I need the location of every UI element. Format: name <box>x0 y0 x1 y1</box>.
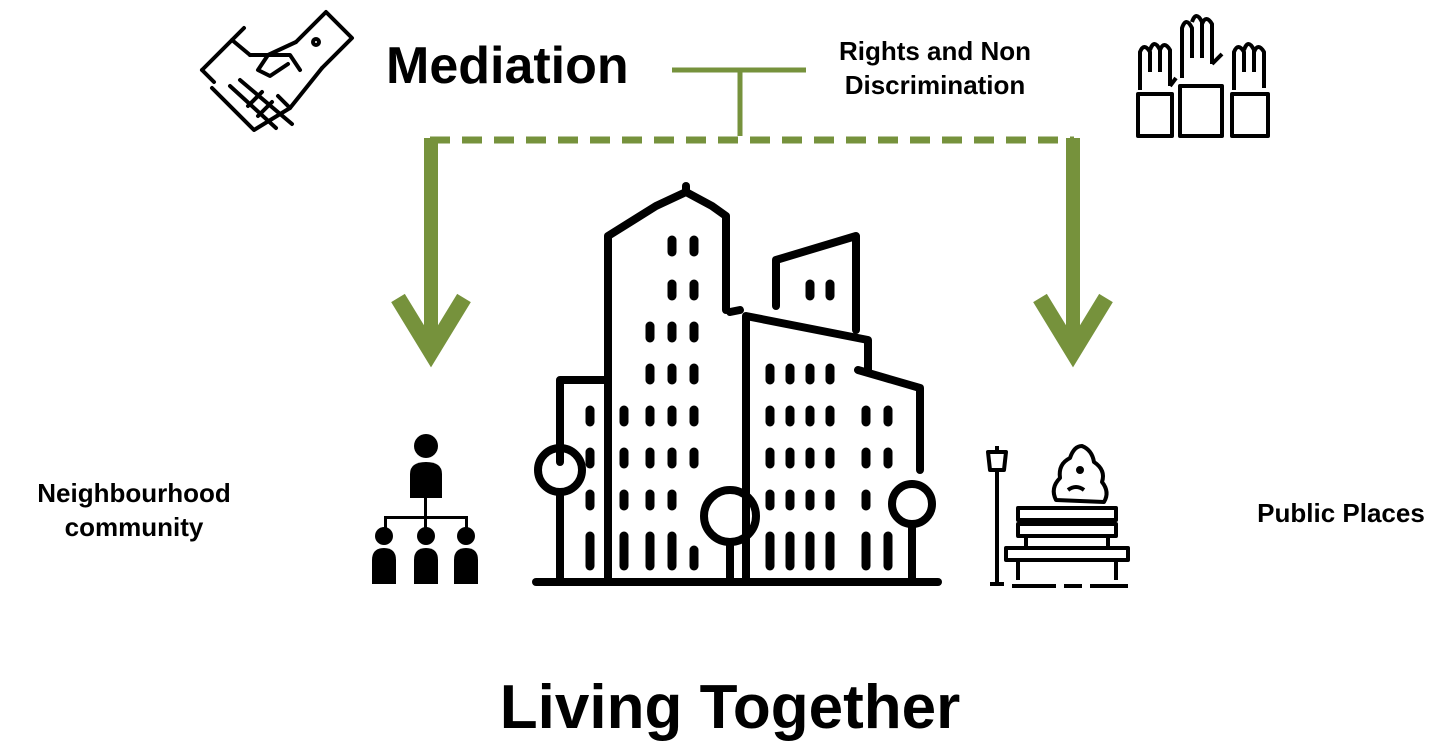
title: Living Together <box>499 673 961 742</box>
mediation-label: Mediation <box>386 37 629 95</box>
building-windows <box>585 235 893 571</box>
mediation-connector <box>672 67 806 136</box>
city-buildings-icon <box>532 182 942 586</box>
rights-label: Rights and Non Discrimination <box>838 36 1032 100</box>
community-hierarchy-icon <box>372 434 478 584</box>
arrow-right <box>1033 138 1113 368</box>
neighbourhood-label: Neighbourhood community <box>37 478 231 542</box>
handshake-icon <box>200 10 354 132</box>
raised-hands-icon <box>1136 14 1270 138</box>
arrow-left <box>391 138 471 368</box>
park-bench-icon <box>986 444 1130 588</box>
public-places-label: Public Places <box>1257 498 1425 528</box>
